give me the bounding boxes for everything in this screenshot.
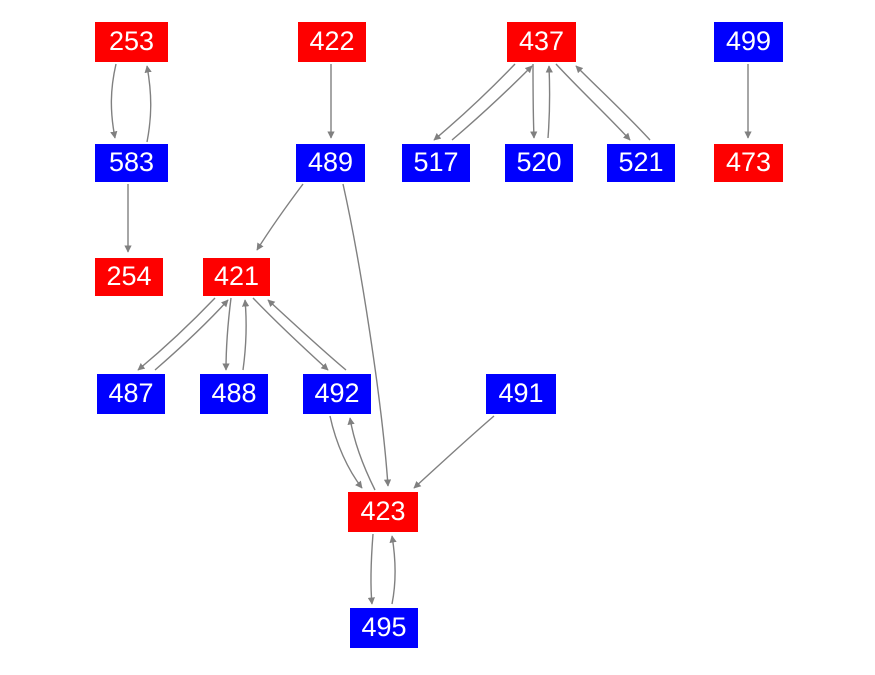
graph-node-520[interactable]: 520 (505, 144, 573, 182)
graph-edge-423-to-492 (347, 417, 376, 491)
graph-node-499[interactable]: 499 (714, 22, 783, 62)
graph-node-label: 489 (307, 146, 354, 177)
graph-edge-487-to-421 (154, 299, 229, 371)
graph-node-label: 492 (314, 377, 360, 408)
graph-node-label: 253 (108, 25, 155, 56)
graph-node-label: 491 (498, 377, 544, 408)
graph-node-label: 499 (725, 25, 772, 56)
graph-node-label: 421 (213, 260, 260, 291)
graph-node-495[interactable]: 495 (350, 608, 418, 648)
graph-edge-491-to-423 (413, 415, 495, 489)
graph-edge-253-to-583 (110, 63, 118, 139)
graph-node-label: 437 (518, 25, 565, 56)
graph-node-label: 495 (361, 611, 407, 642)
graph-node-label: 520 (516, 146, 562, 177)
graph-edge-488-to-421 (241, 299, 250, 371)
graph-node-521[interactable]: 521 (607, 144, 675, 182)
graph-node-253[interactable]: 253 (95, 22, 168, 62)
graph-edge-517-to-437 (451, 65, 533, 141)
graph-edge-421-to-492 (252, 297, 329, 371)
graph-node-label: 487 (108, 377, 154, 408)
graph-node-label: 423 (360, 495, 406, 526)
graph-node-421[interactable]: 421 (203, 258, 270, 296)
graph-node-label: 422 (309, 25, 355, 56)
graph-node-423[interactable]: 423 (348, 492, 418, 532)
graph-edge-437-to-517 (433, 63, 516, 141)
graph-node-label: 521 (618, 146, 664, 177)
graph-edge-423-to-495 (367, 533, 375, 605)
graph-node-label: 473 (725, 146, 772, 177)
graph-edge-521-to-437 (575, 65, 651, 141)
graph-node-254[interactable]: 254 (95, 258, 163, 296)
graph-node-label: 517 (413, 146, 459, 177)
graph-edge-421-to-488 (222, 297, 232, 371)
graph-node-489[interactable]: 489 (296, 144, 365, 182)
graph-node-label: 254 (106, 260, 152, 291)
graph-edge-489-to-423 (342, 183, 392, 487)
graph-edge-492-to-421 (267, 299, 347, 371)
graph-edges (110, 63, 752, 605)
graph-node-437[interactable]: 437 (507, 22, 576, 62)
graph-node-491[interactable]: 491 (486, 374, 556, 414)
graph-edge-520-to-437 (545, 65, 553, 139)
graph-node-583[interactable]: 583 (95, 144, 168, 182)
graph-node-label: 488 (211, 377, 257, 408)
graph-edge-495-to-423 (389, 535, 397, 605)
graph-node-label: 583 (108, 146, 155, 177)
graph-node-517[interactable]: 517 (402, 144, 470, 182)
graph-edge-489-to-421 (256, 183, 304, 251)
graph-edge-437-to-520 (530, 63, 538, 139)
graph-node-422[interactable]: 422 (298, 22, 366, 62)
graph-edge-492-to-423 (329, 415, 363, 489)
graph-node-473[interactable]: 473 (714, 144, 783, 182)
graph-edge-421-to-487 (137, 297, 216, 371)
graph-edge-437-to-521 (555, 63, 631, 141)
graph-node-492[interactable]: 492 (303, 374, 371, 414)
graph-node-488[interactable]: 488 (200, 374, 268, 414)
graph-edge-583-to-253 (144, 65, 152, 143)
graph-node-487[interactable]: 487 (97, 374, 165, 414)
